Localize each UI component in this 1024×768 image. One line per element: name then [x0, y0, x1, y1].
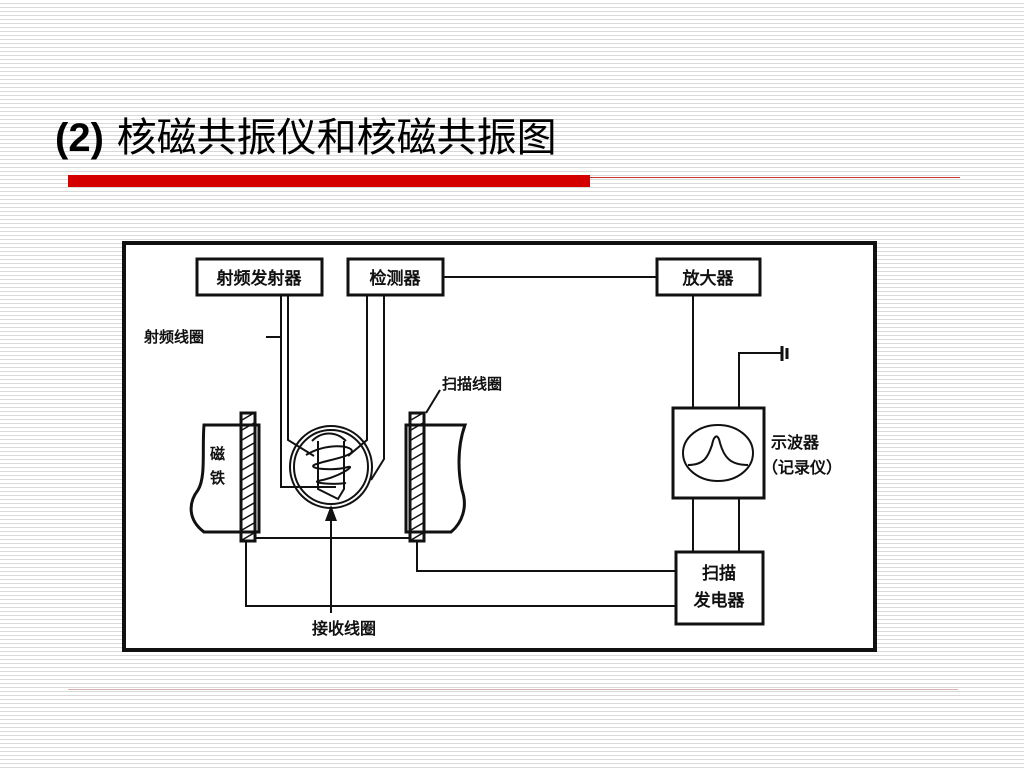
- rf-transmitter-label: 射频发射器: [216, 268, 303, 289]
- magnet-right-pole: [404, 423, 468, 534]
- amplifier-label: 放大器: [682, 268, 735, 289]
- receiver-coil-label: 接收线圈: [312, 619, 376, 638]
- footer-rule: [68, 689, 958, 690]
- magnet-label-bottom: 铁: [210, 469, 225, 487]
- sweep-coil-label: 扫描线圈: [442, 375, 502, 393]
- sweep-coil-left: [239, 411, 257, 543]
- title-underline-red: [68, 175, 590, 187]
- sweep-generator-box: [674, 550, 765, 626]
- recorder-label: （记录仪）: [762, 458, 842, 477]
- rf-transmitter-box: [195, 257, 324, 297]
- oscilloscope-box: [671, 406, 766, 500]
- title-number: (2): [55, 116, 104, 160]
- title-text: 核磁共振仪和核磁共振图: [116, 115, 557, 161]
- oscilloscope-label: 示波器: [771, 433, 820, 452]
- page-title: (2) 核磁共振仪和核磁共振图: [55, 110, 557, 166]
- nmr-diagram: 射频发射器 检测器 放大器 射频线圈 扫描线圈 磁 铁 示波器 （记录仪） 扫描…: [143, 257, 842, 638]
- title-underline-thin: [590, 177, 960, 178]
- rf-coil-label: 射频线圈: [143, 328, 204, 346]
- sweep-generator-label-1: 扫描: [702, 563, 736, 584]
- magnet-label-top: 磁: [210, 445, 225, 463]
- magnet-left-pole: [189, 423, 261, 534]
- sweep-generator-label-2: 发电器: [693, 590, 746, 611]
- nmr-diagram-frame: 射频发射器 检测器 放大器 射频线圈 扫描线圈 磁 铁 示波器 （记录仪） 扫描…: [122, 241, 877, 652]
- detector-label: 检测器: [370, 268, 422, 289]
